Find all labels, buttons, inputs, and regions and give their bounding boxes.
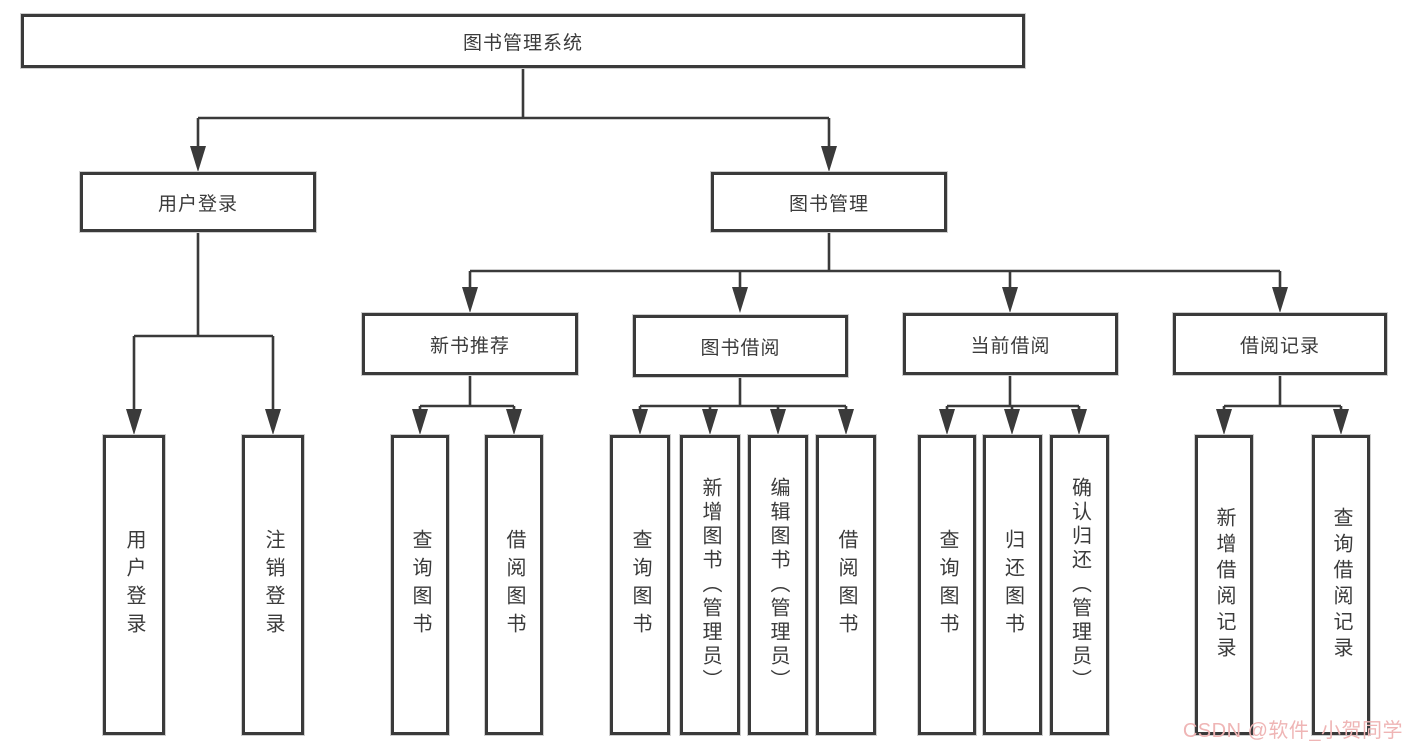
node-label: 当前借阅 [970, 335, 1051, 357]
node-label: 图书管理 [788, 193, 869, 215]
node-label: 新增借阅记录 [1213, 507, 1235, 663]
node-label: 用户登录 [157, 193, 238, 215]
leaf-edit-books-admin: 编辑图书（管理员） [748, 435, 808, 735]
leaf-borrow-books: 借阅图书 [816, 435, 876, 735]
node-book-management: 图书管理 [711, 172, 947, 232]
node-book-borrowing: 图书借阅 [633, 315, 848, 377]
leaf-return-books: 归还图书 [983, 435, 1042, 735]
node-new-book-recommendation: 新书推荐 [362, 313, 578, 375]
leaf-confirm-return-admin: 确认归还（管理员） [1050, 435, 1109, 735]
node-label: 查询图书 [629, 529, 651, 641]
leaf-logout: 注销登录 [242, 435, 304, 735]
leaf-query-borrow-record: 查询借阅记录 [1312, 435, 1370, 735]
arrowheads [126, 146, 1349, 435]
node-label: 确认归还（管理员） [1068, 477, 1091, 693]
leaf-add-books-admin: 新增图书（管理员） [680, 435, 740, 735]
node-label: 借阅记录 [1239, 335, 1320, 357]
node-label: 图书借阅 [700, 337, 781, 359]
csdn-watermark: CSDN @软件_小贺同学 [1182, 720, 1403, 742]
node-label: 归还图书 [1001, 529, 1024, 641]
node-label: 编辑图书（管理员） [767, 477, 789, 693]
leaf-query-books-current: 查询图书 [918, 435, 976, 735]
node-label: 新增图书（管理员） [699, 477, 721, 693]
node-label: 查询借阅记录 [1330, 507, 1352, 663]
node-label: 图书管理系统 [462, 32, 583, 54]
leaf-add-borrow-record: 新增借阅记录 [1195, 435, 1253, 735]
node-label: 用户登录 [123, 529, 145, 641]
node-current-borrowing: 当前借阅 [903, 313, 1118, 375]
node-label: 借阅图书 [835, 529, 857, 641]
leaf-query-books-recommend: 查询图书 [391, 435, 449, 735]
node-borrowing-records: 借阅记录 [1173, 313, 1387, 375]
node-library-management-system: 图书管理系统 [21, 14, 1025, 68]
leaf-user-login: 用户登录 [103, 435, 165, 735]
node-label: 注销登录 [262, 529, 284, 641]
node-label: 借阅图书 [503, 529, 525, 641]
leaf-query-books-borrow: 查询图书 [610, 435, 670, 735]
node-user-login: 用户登录 [80, 172, 316, 232]
node-label: 新书推荐 [429, 335, 510, 357]
leaf-borrow-books-recommend: 借阅图书 [485, 435, 543, 735]
node-label: 查询图书 [936, 529, 958, 641]
node-label: 查询图书 [409, 529, 431, 641]
